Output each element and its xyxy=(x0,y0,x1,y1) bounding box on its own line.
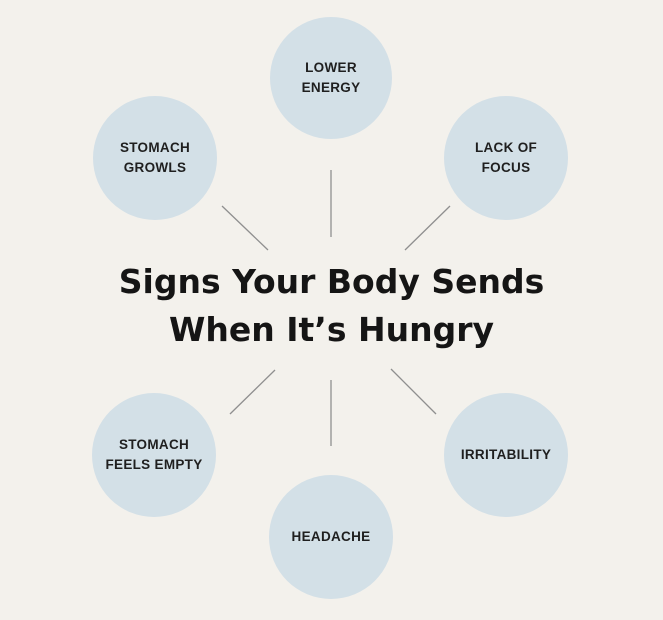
bubble-label: IRRITABILITY xyxy=(460,447,552,462)
connector-line-stomach-feels-empty xyxy=(229,369,276,415)
connector-line-lack-of-focus xyxy=(404,205,451,251)
bubble-label: LOWER ENERGY xyxy=(301,60,361,95)
bubble-lack-of-focus: LACK OF FOCUS xyxy=(444,96,568,220)
bubble-stomach-growls: STOMACH GROWLS xyxy=(93,96,217,220)
bubble-label: HEADACHE xyxy=(291,529,371,544)
bubble-irritability: IRRITABILITY xyxy=(444,393,568,517)
diagram-title: Signs Your Body Sends When It’s Hungry xyxy=(118,262,545,349)
connector-line-stomach-growls xyxy=(221,205,269,251)
bubble-label: STOMACH FEELS EMPTY xyxy=(105,437,203,472)
connector-line-irritability xyxy=(390,368,437,415)
bubble-lower-energy: LOWER ENERGY xyxy=(270,17,392,139)
bubble-headache: HEADACHE xyxy=(269,475,393,599)
bubble-label: STOMACH GROWLS xyxy=(119,140,191,175)
bubble-label: LACK OF FOCUS xyxy=(474,140,538,175)
bubble-stomach-feels-empty: STOMACH FEELS EMPTY xyxy=(92,393,216,517)
